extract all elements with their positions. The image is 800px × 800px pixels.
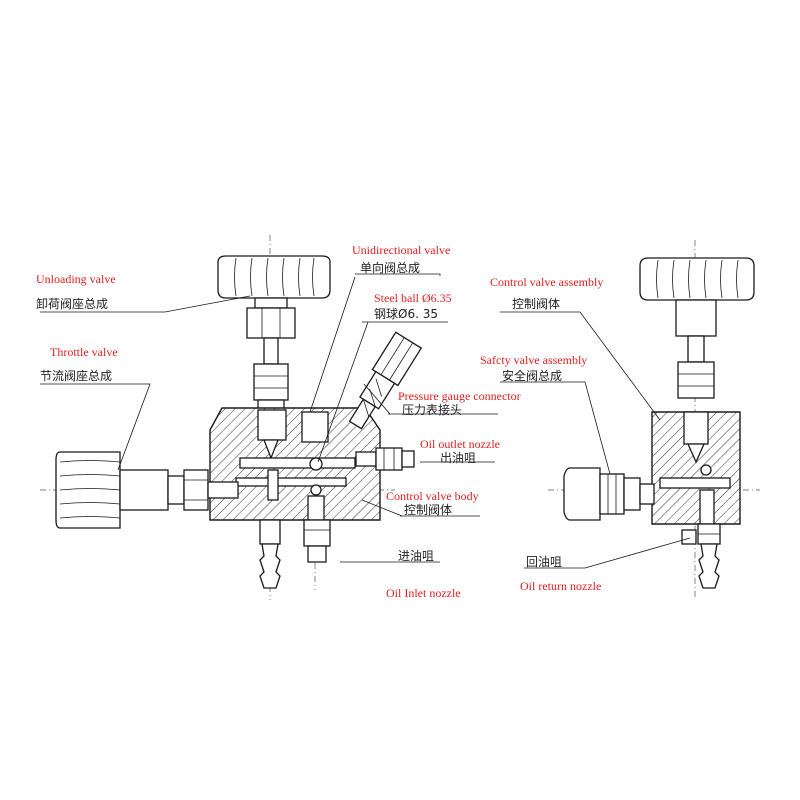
label-steel-ball-cn: 钢球Ø6. 35: [374, 307, 438, 321]
control-valve-body: [209, 407, 381, 521]
label-unloading-valve-cn: 卸荷阀座总成: [36, 296, 108, 311]
throttle-valve: [55, 451, 239, 529]
label-unidirectional-valve-cn: 单向阀总成: [360, 260, 420, 275]
safety-valve: [563, 467, 655, 521]
control-valve-knob: [639, 257, 755, 399]
right-assembly: [548, 240, 760, 600]
label-oil-outlet-cn: 出油咀: [440, 451, 476, 465]
oil-outlet-nozzle: [355, 447, 415, 471]
label-throttle-valve-cn: 节流阀座总成: [40, 368, 112, 383]
label-control-assembly-cn: 控制阀体: [512, 297, 560, 311]
label-safety-valve-en: Safcty valve assembly: [480, 353, 587, 367]
label-throttle-valve-en: Throttle valve: [50, 345, 118, 359]
label-oil-inlet-en: Oil Inlet nozzle: [386, 586, 461, 600]
oil-inlet-nozzle: [303, 519, 331, 563]
label-control-body-en: Control valve body: [386, 489, 479, 503]
oil-return-nozzle: [681, 523, 721, 589]
label-unidirectional-valve-en: Unidirectional valve: [352, 243, 450, 257]
leader-lines: [40, 273, 691, 569]
unloading-valve-knob: [217, 255, 331, 413]
right-valve-body: [651, 411, 741, 525]
left-assembly: [40, 235, 423, 600]
label-control-assembly-en: Control valve assembly: [490, 275, 603, 289]
label-safety-valve-cn: 安全阀总成: [502, 368, 562, 383]
pressure-gauge-connector: [348, 331, 423, 430]
label-oil-inlet-cn: 进油咀: [398, 549, 434, 563]
label-unloading-valve-en: Unloading valve: [36, 272, 116, 286]
labels: Unloading valve 卸荷阀座总成 Throttle valve 节流…: [36, 243, 603, 600]
label-pressure-gauge-cn: 压力表接头: [402, 402, 462, 417]
label-oil-outlet-en: Oil outlet nozzle: [420, 437, 500, 451]
label-control-body-cn: 控制阀体: [404, 503, 452, 517]
label-pressure-gauge-en: Pressure gauge connector: [398, 389, 521, 403]
label-oil-return-cn: 回油咀: [526, 555, 562, 569]
label-steel-ball-en: Steel ball Ø6.35: [374, 291, 452, 305]
label-oil-return-en: Oil return nozzle: [520, 579, 601, 593]
bottom-hose-barb: [259, 519, 281, 589]
